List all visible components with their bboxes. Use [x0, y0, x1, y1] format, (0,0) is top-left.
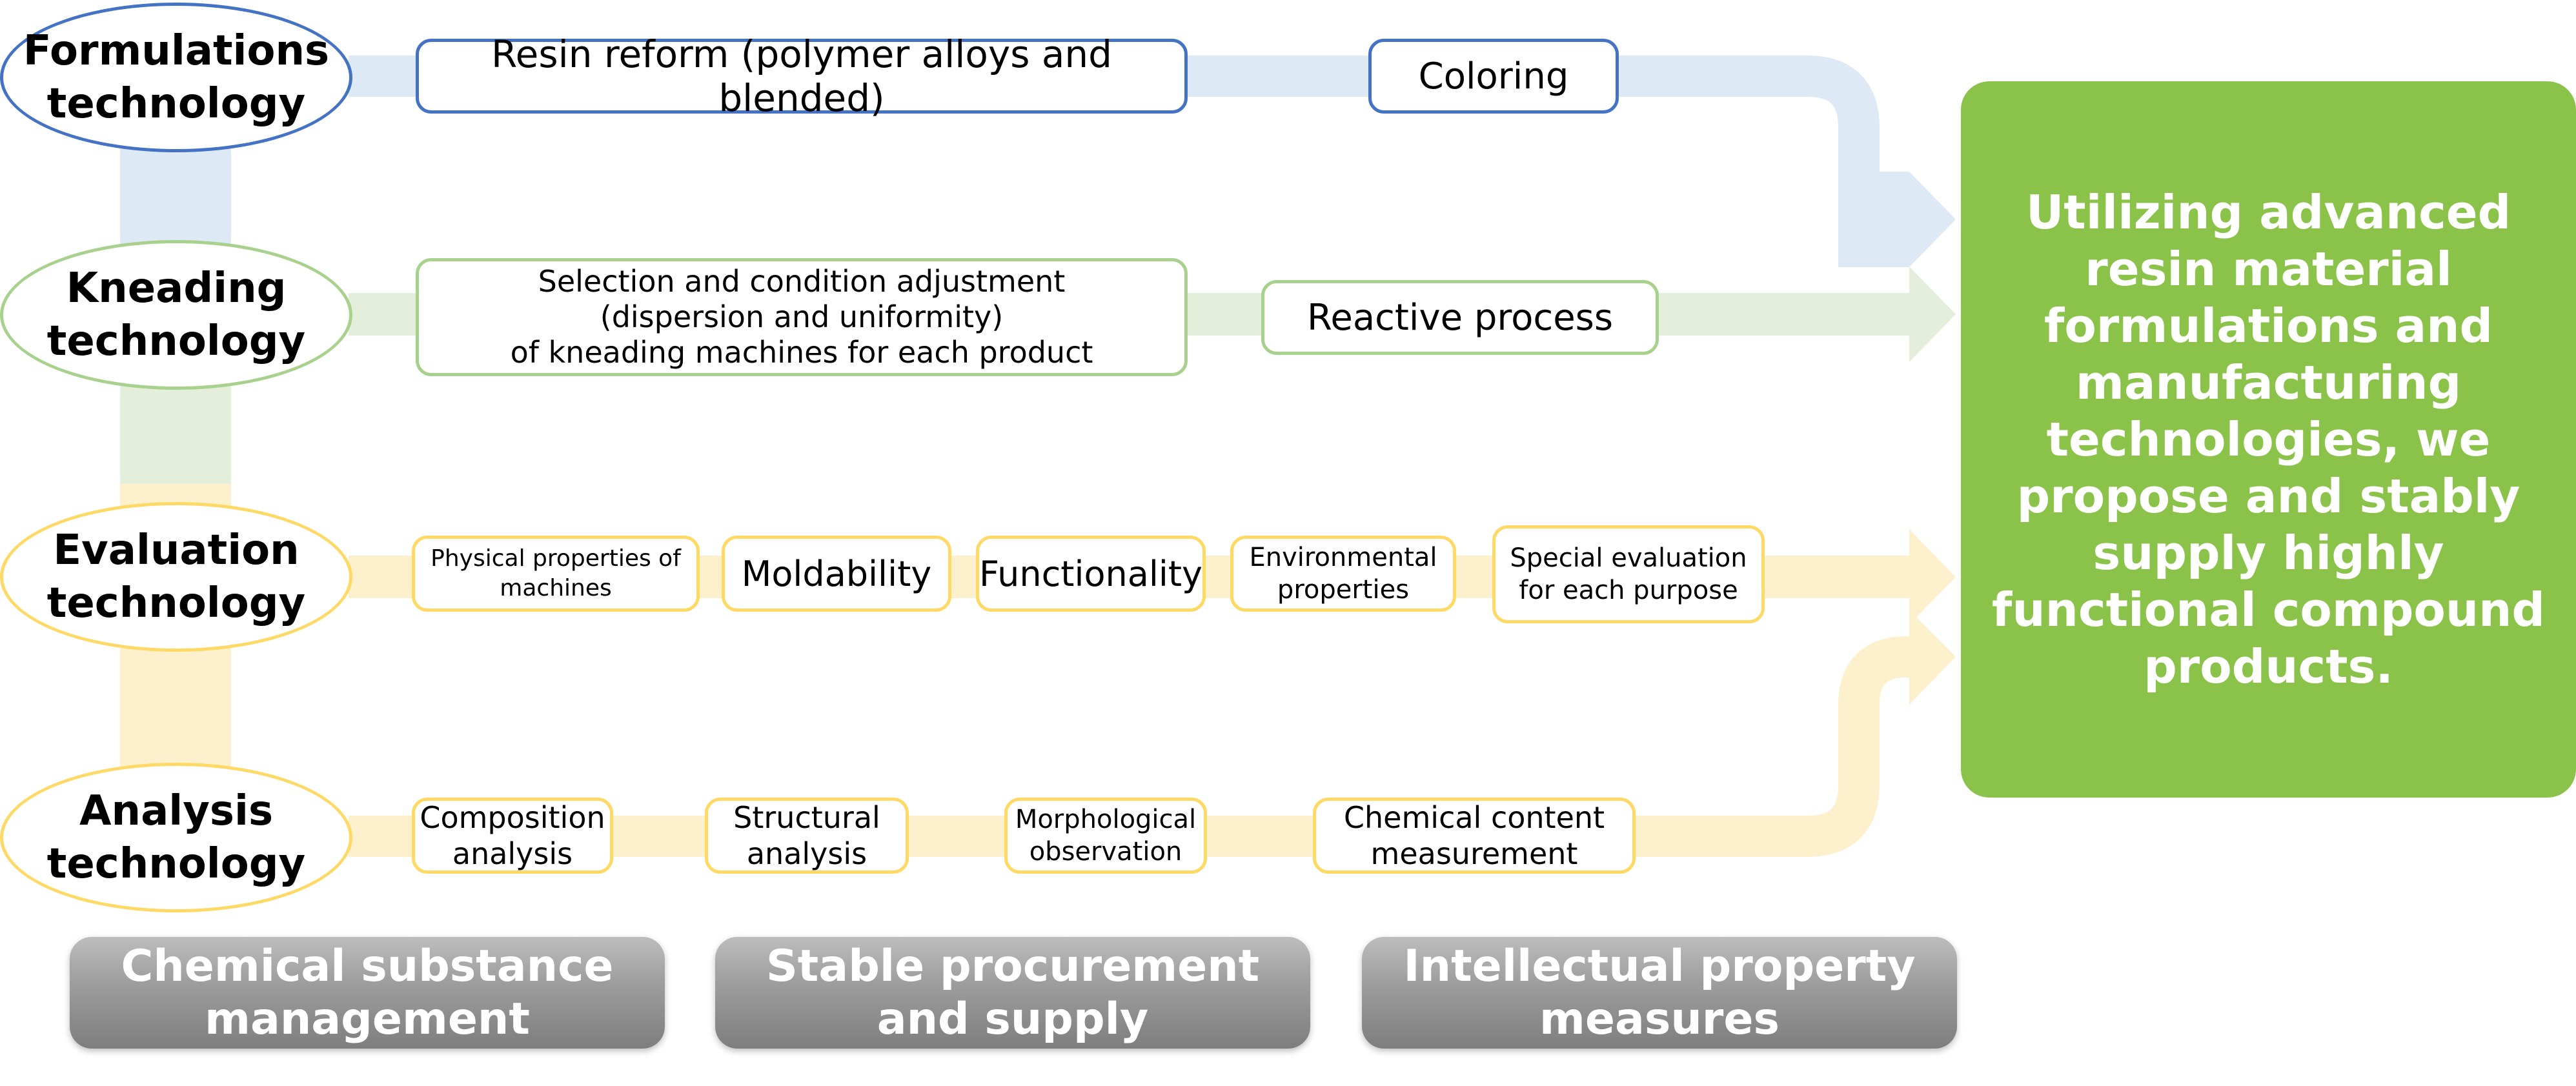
- morphological-observation-step: Morphological observation: [1004, 798, 1207, 874]
- composition-analysis-step: Composition analysis: [412, 798, 613, 874]
- evaluation-arrowhead: [1909, 529, 1956, 625]
- evaluation-technology-ellipse: Evaluation technology: [0, 502, 352, 652]
- special-evaluation-step: Special evaluation for each purpose: [1492, 525, 1765, 623]
- chemical-content-measurement-step: Chemical content measurement: [1313, 798, 1636, 874]
- structural-analysis-step: Structural analysis: [705, 798, 909, 874]
- functionality-step: Functionality: [976, 536, 1206, 612]
- kneading-machine-selection-step: Selection and condition adjustment (disp…: [416, 258, 1188, 376]
- stable-procurement-supply-bar: Stable procurement and supply: [715, 937, 1310, 1049]
- chemical-substance-management-bar: Chemical substance management: [70, 937, 665, 1049]
- analysis-flow-arrow: [349, 636, 1916, 857]
- reactive-process-step: Reactive process: [1261, 280, 1659, 355]
- formulations-arrow-join: [1838, 172, 1909, 267]
- formulations-technology-ellipse: Formulations technology: [0, 3, 352, 152]
- formulations-arrowhead: [1909, 172, 1956, 267]
- analysis-arrowhead: [1909, 610, 1956, 705]
- kneading-technology-ellipse: Kneading technology: [0, 240, 352, 390]
- coloring-step: Coloring: [1368, 39, 1619, 114]
- analysis-technology-ellipse: Analysis technology: [0, 763, 352, 912]
- resin-reform-step: Resin reform (polymer alloys and blended…: [416, 32, 1188, 120]
- moldability-step: Moldability: [722, 536, 951, 612]
- physical-properties-step: Physical properties of machines: [412, 536, 700, 612]
- environmental-properties-step: Environmental properties: [1230, 536, 1456, 612]
- intellectual-property-measures-bar: Intellectual property measures: [1362, 937, 1957, 1049]
- formulations-flow-arrow: [349, 55, 1880, 179]
- result-statement-box: Utilizing advanced resin material formul…: [1961, 81, 2576, 798]
- kneading-arrowhead: [1909, 266, 1956, 362]
